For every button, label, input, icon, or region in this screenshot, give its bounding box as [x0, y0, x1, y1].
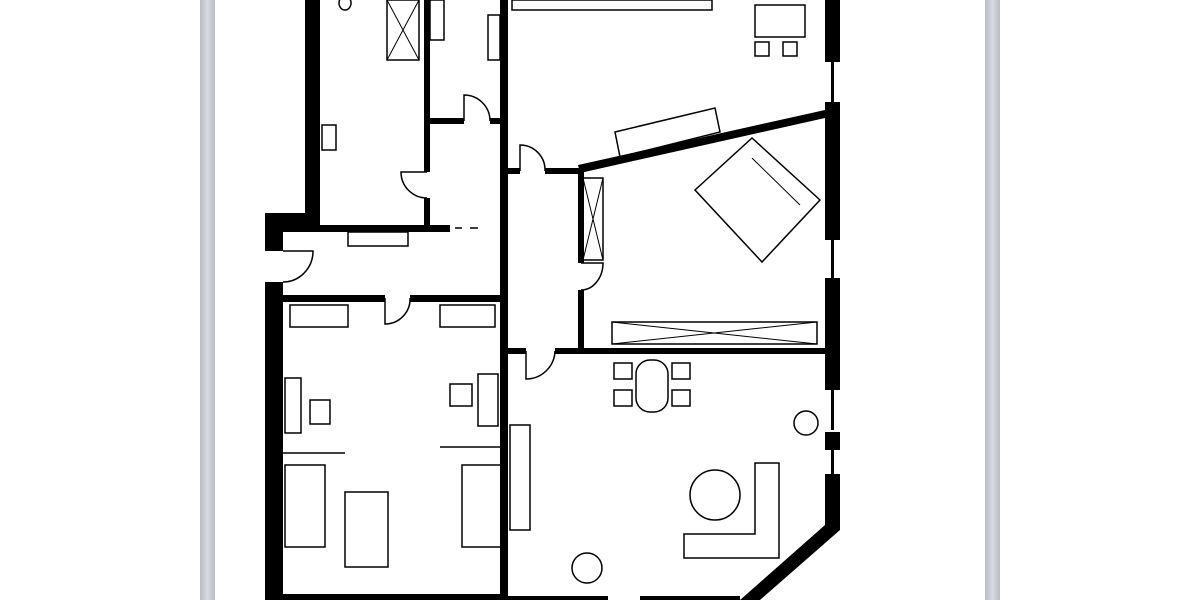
bed-icon: [461, 464, 503, 548]
desk-icon: [477, 373, 499, 427]
plant-icon: [793, 410, 819, 436]
door-closet[interactable]: [463, 94, 491, 122]
door-dining[interactable]: [525, 350, 556, 380]
chair-icon: [613, 362, 633, 380]
wall-hall-bottom-right: [410, 295, 500, 302]
wall-ext-2: [825, 102, 840, 240]
wardrobe-long-icon: [611, 321, 818, 345]
wardrobe-long-cross: [611, 321, 818, 345]
sofa-icon: [683, 462, 780, 559]
right-frame-border: [985, 0, 1000, 600]
chair-icon: [671, 389, 691, 407]
wall-bottom-mid: [508, 596, 608, 600]
wall-shaft-upper: [424, 0, 430, 172]
hall-cabinet: [347, 231, 409, 247]
toilet-icon: [338, 0, 352, 11]
cabinet-icon: [429, 0, 445, 41]
wall-living-left-upper: [578, 168, 584, 263]
wall-dining-top: [555, 348, 827, 354]
wall-ext-1: [825, 0, 840, 62]
wall-central: [500, 0, 508, 600]
door-bedroom[interactable]: [384, 297, 411, 325]
sideboard-icon: [614, 107, 721, 158]
kitchen-counter: [511, 0, 713, 11]
chair-icon: [613, 389, 633, 407]
table-icon: [344, 491, 389, 568]
doors: [282, 94, 604, 380]
chair-icon: [671, 362, 691, 380]
left-frame-border: [200, 0, 215, 600]
door-entrance[interactable]: [282, 250, 314, 283]
bathtub-cross: [386, 0, 420, 61]
chair-icon: [754, 41, 770, 57]
bed-line: [751, 157, 801, 206]
wall-bay-diagonal: [740, 474, 840, 600]
sink-icon: [321, 124, 337, 151]
window-3: [831, 390, 834, 430]
wall-living-left-lower: [578, 290, 584, 352]
window-1: [831, 62, 834, 102]
door-living[interactable]: [580, 262, 604, 291]
wardrobe-cross: [582, 177, 604, 261]
door-kitchen[interactable]: [519, 144, 546, 172]
desk-icon: [284, 377, 302, 434]
chair-icon: [449, 383, 473, 407]
wall-left-exterior: [265, 282, 283, 600]
kitchen-table: [754, 4, 806, 38]
wall-corridor-top: [508, 168, 520, 174]
wall-closet-top: [430, 118, 464, 124]
wall-ext-3: [825, 278, 840, 390]
chair-icon: [782, 41, 798, 57]
window-2: [831, 240, 834, 278]
chair-icon: [309, 399, 331, 425]
window-4: [831, 450, 834, 474]
wall-bottom-right: [640, 596, 740, 600]
wall-hall-bottom-left: [283, 295, 385, 302]
wall-closet-top-right: [490, 118, 502, 124]
wall-hall-top: [320, 225, 450, 232]
wardrobe-icon: [582, 177, 604, 261]
walls: [265, 0, 840, 600]
wall-diagonal: [578, 110, 825, 173]
wall-ext-4: [825, 432, 840, 450]
kitchenette-icon: [509, 424, 531, 531]
dining-table: [635, 359, 669, 413]
door-shaft[interactable]: [400, 171, 428, 199]
wall-shaft-lower: [424, 198, 430, 228]
bathtub-icon: [386, 0, 420, 61]
round-table-icon: [689, 469, 741, 521]
wall-corridor-top-right: [545, 168, 580, 174]
plant-icon: [571, 552, 603, 584]
wall-bottom-left: [283, 594, 503, 600]
bedroom-shelf: [439, 304, 496, 328]
bed-icon: [693, 136, 822, 264]
wall-bath-left: [305, 0, 320, 225]
wall-dining-top-left: [508, 348, 526, 354]
bedroom-shelf: [289, 304, 349, 328]
cabinet-icon: [487, 14, 501, 61]
wall-left-upper: [265, 213, 283, 251]
bed-icon: [284, 464, 326, 548]
furniture: [283, 0, 822, 584]
